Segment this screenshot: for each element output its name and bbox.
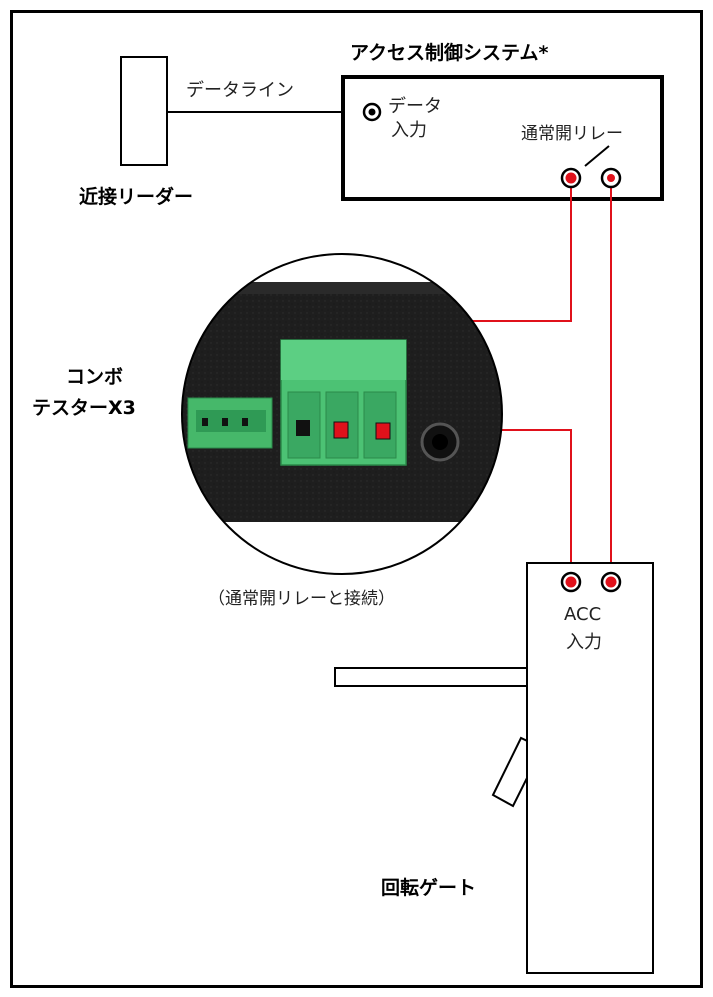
relay-switch-icon [584,145,610,167]
data-input-label-1: データ [388,96,442,117]
turnstile-label: 回転ゲート [381,877,477,899]
turnstile-arm-horizontal [334,667,529,687]
proximity-reader-box [120,56,168,166]
combo-tester-label-1: コンボ [66,366,124,388]
acc-terminal-icon [600,571,622,593]
side-connector [187,397,273,449]
diagram-frame [10,10,703,988]
acc-terminal-icon [560,571,582,593]
data-input-label-2: 入力 [391,120,427,141]
relay-terminal-icon [600,167,622,189]
data-input-terminal-icon [362,102,382,122]
photo-circle-outline [181,253,503,575]
acc-input-label-1: ACC [564,604,602,625]
turnstile-body [526,562,654,974]
combo-tester-label-2: テスターX3 [32,397,136,419]
data-line-label: データライン [186,80,294,101]
relay-terminal-icon [560,167,582,189]
access-system-title: アクセス制御システム* [350,42,549,64]
terminal-block [280,339,407,466]
proximity-reader-label: 近接リーダー [79,186,194,208]
acc-input-label-2: 入力 [566,632,602,653]
combo-tester-photo [182,254,502,574]
connection-note: （通常開リレーと接続） [208,589,395,609]
relay-label: 通常開リレー [521,124,623,144]
